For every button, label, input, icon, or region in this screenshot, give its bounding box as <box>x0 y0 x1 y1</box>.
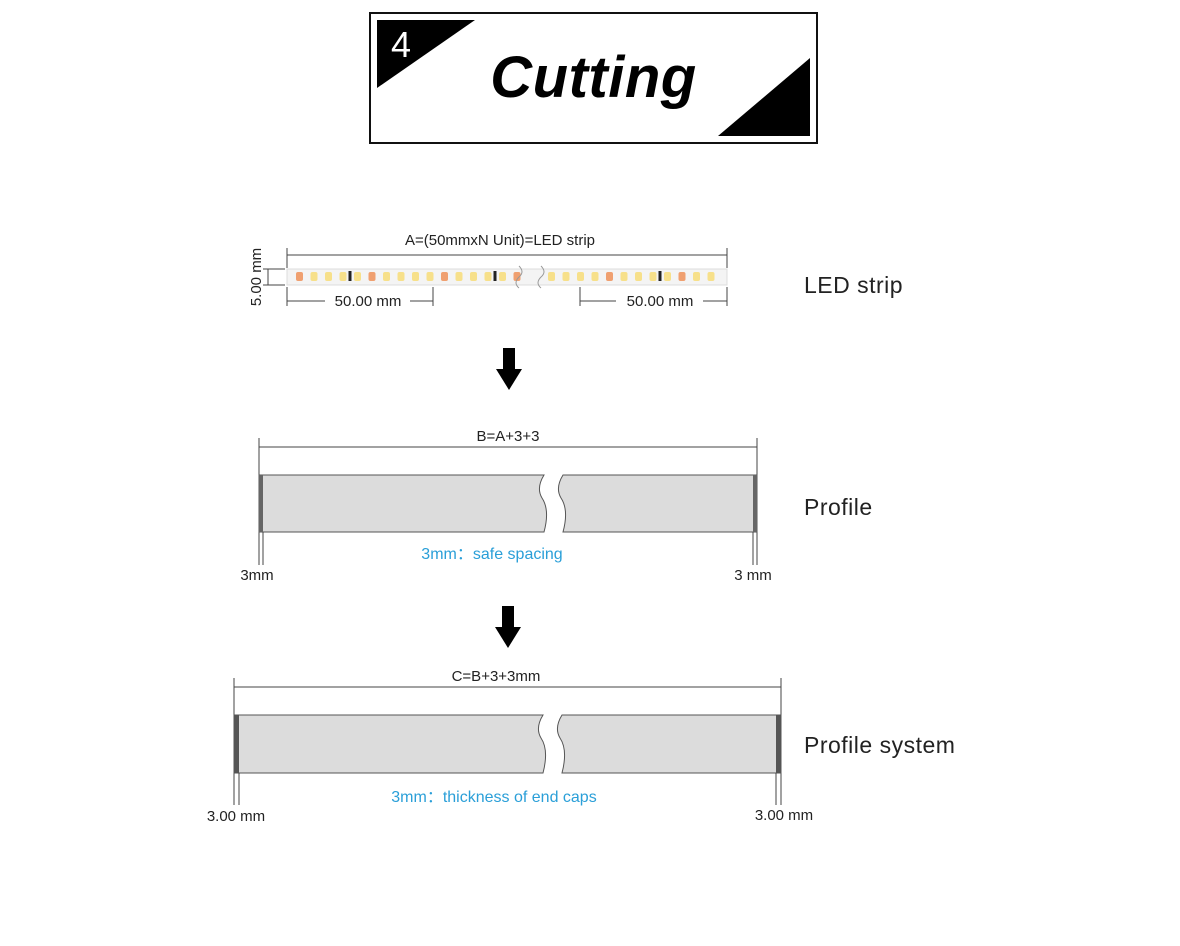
formula-b: B=A+3+3 <box>477 428 540 445</box>
end-cap-note: 3mm：thickness of end caps <box>391 789 596 806</box>
led-chips <box>296 271 715 281</box>
led-chip <box>664 272 671 281</box>
led-chip <box>455 272 463 281</box>
led-chip <box>707 272 715 281</box>
led-chip <box>441 272 448 281</box>
end-cap-left <box>234 715 239 773</box>
strip-break-left <box>515 265 523 289</box>
corner-triangle-bottom-right <box>718 58 810 136</box>
profile-left-dimension: 3mm <box>240 567 273 584</box>
profile-system-body-right <box>556 714 782 774</box>
resistor-chip <box>348 271 352 281</box>
led-chip <box>484 272 492 281</box>
led-chip <box>678 272 686 281</box>
profile-system-group: C=B+3+3mm 3mm：thickness of end caps 3.00… <box>207 668 813 825</box>
arrow-down-icon <box>496 348 522 390</box>
led-chip <box>296 272 303 281</box>
unit-dimension-right: 50.00 mm <box>627 293 694 310</box>
profile-body-right <box>557 474 758 533</box>
profile-right-dimension: 3 mm <box>734 567 772 584</box>
led-chip <box>591 272 599 281</box>
arrow-down-icon <box>495 606 521 648</box>
led-chip <box>383 272 390 281</box>
led-chip <box>368 272 376 281</box>
step-title: Cutting <box>490 45 697 110</box>
led-chip <box>397 272 405 281</box>
led-strip-label: LED strip <box>804 272 904 298</box>
led-chip <box>339 272 347 281</box>
profile-end-left <box>259 475 263 532</box>
led-chip <box>470 272 477 281</box>
led-chip <box>548 272 555 281</box>
led-chip <box>325 272 332 281</box>
led-chip <box>649 272 657 281</box>
height-dimension: 5.00 mm <box>248 248 265 306</box>
profile-group: B=A+3+3 3mm：safe spacing 3mm 3 mm <box>240 428 771 584</box>
led-chip <box>513 272 521 281</box>
formula-a: A=(50mmxN Unit)=LED strip <box>405 232 595 249</box>
profile-label: Profile <box>804 494 873 520</box>
end-cap-right <box>776 715 781 773</box>
safe-spacing-note: 3mm：safe spacing <box>421 546 562 563</box>
led-chip <box>577 272 584 281</box>
led-chip <box>426 272 434 281</box>
led-strip-group: A=(50mmxN Unit)=LED strip 5.00 mm 50.00 … <box>248 232 728 310</box>
led-chip <box>606 272 613 281</box>
profile-body-left <box>258 474 548 533</box>
led-chip <box>499 272 506 281</box>
profile-system-body-left <box>233 714 547 774</box>
step-header: 4 Cutting <box>369 12 818 144</box>
strip-break-right <box>537 265 545 289</box>
led-chip <box>310 272 318 281</box>
profile-system-left-dimension: 3.00 mm <box>207 808 265 825</box>
profile-system-right-dimension: 3.00 mm <box>755 807 813 824</box>
led-chip <box>354 272 361 281</box>
formula-c: C=B+3+3mm <box>452 668 541 685</box>
led-chip <box>635 272 642 281</box>
resistor-chip <box>493 271 497 281</box>
led-strip-body <box>286 268 728 286</box>
unit-dimension-left: 50.00 mm <box>335 293 402 310</box>
led-chip <box>693 272 700 281</box>
led-chip <box>412 272 419 281</box>
step-number: 4 <box>391 24 412 65</box>
profile-system-label: Profile system <box>804 732 956 758</box>
led-chip <box>620 272 628 281</box>
profile-end-right <box>753 475 757 532</box>
corner-triangle-top-left <box>377 20 475 88</box>
led-chip <box>562 272 570 281</box>
resistor-chip <box>658 271 662 281</box>
